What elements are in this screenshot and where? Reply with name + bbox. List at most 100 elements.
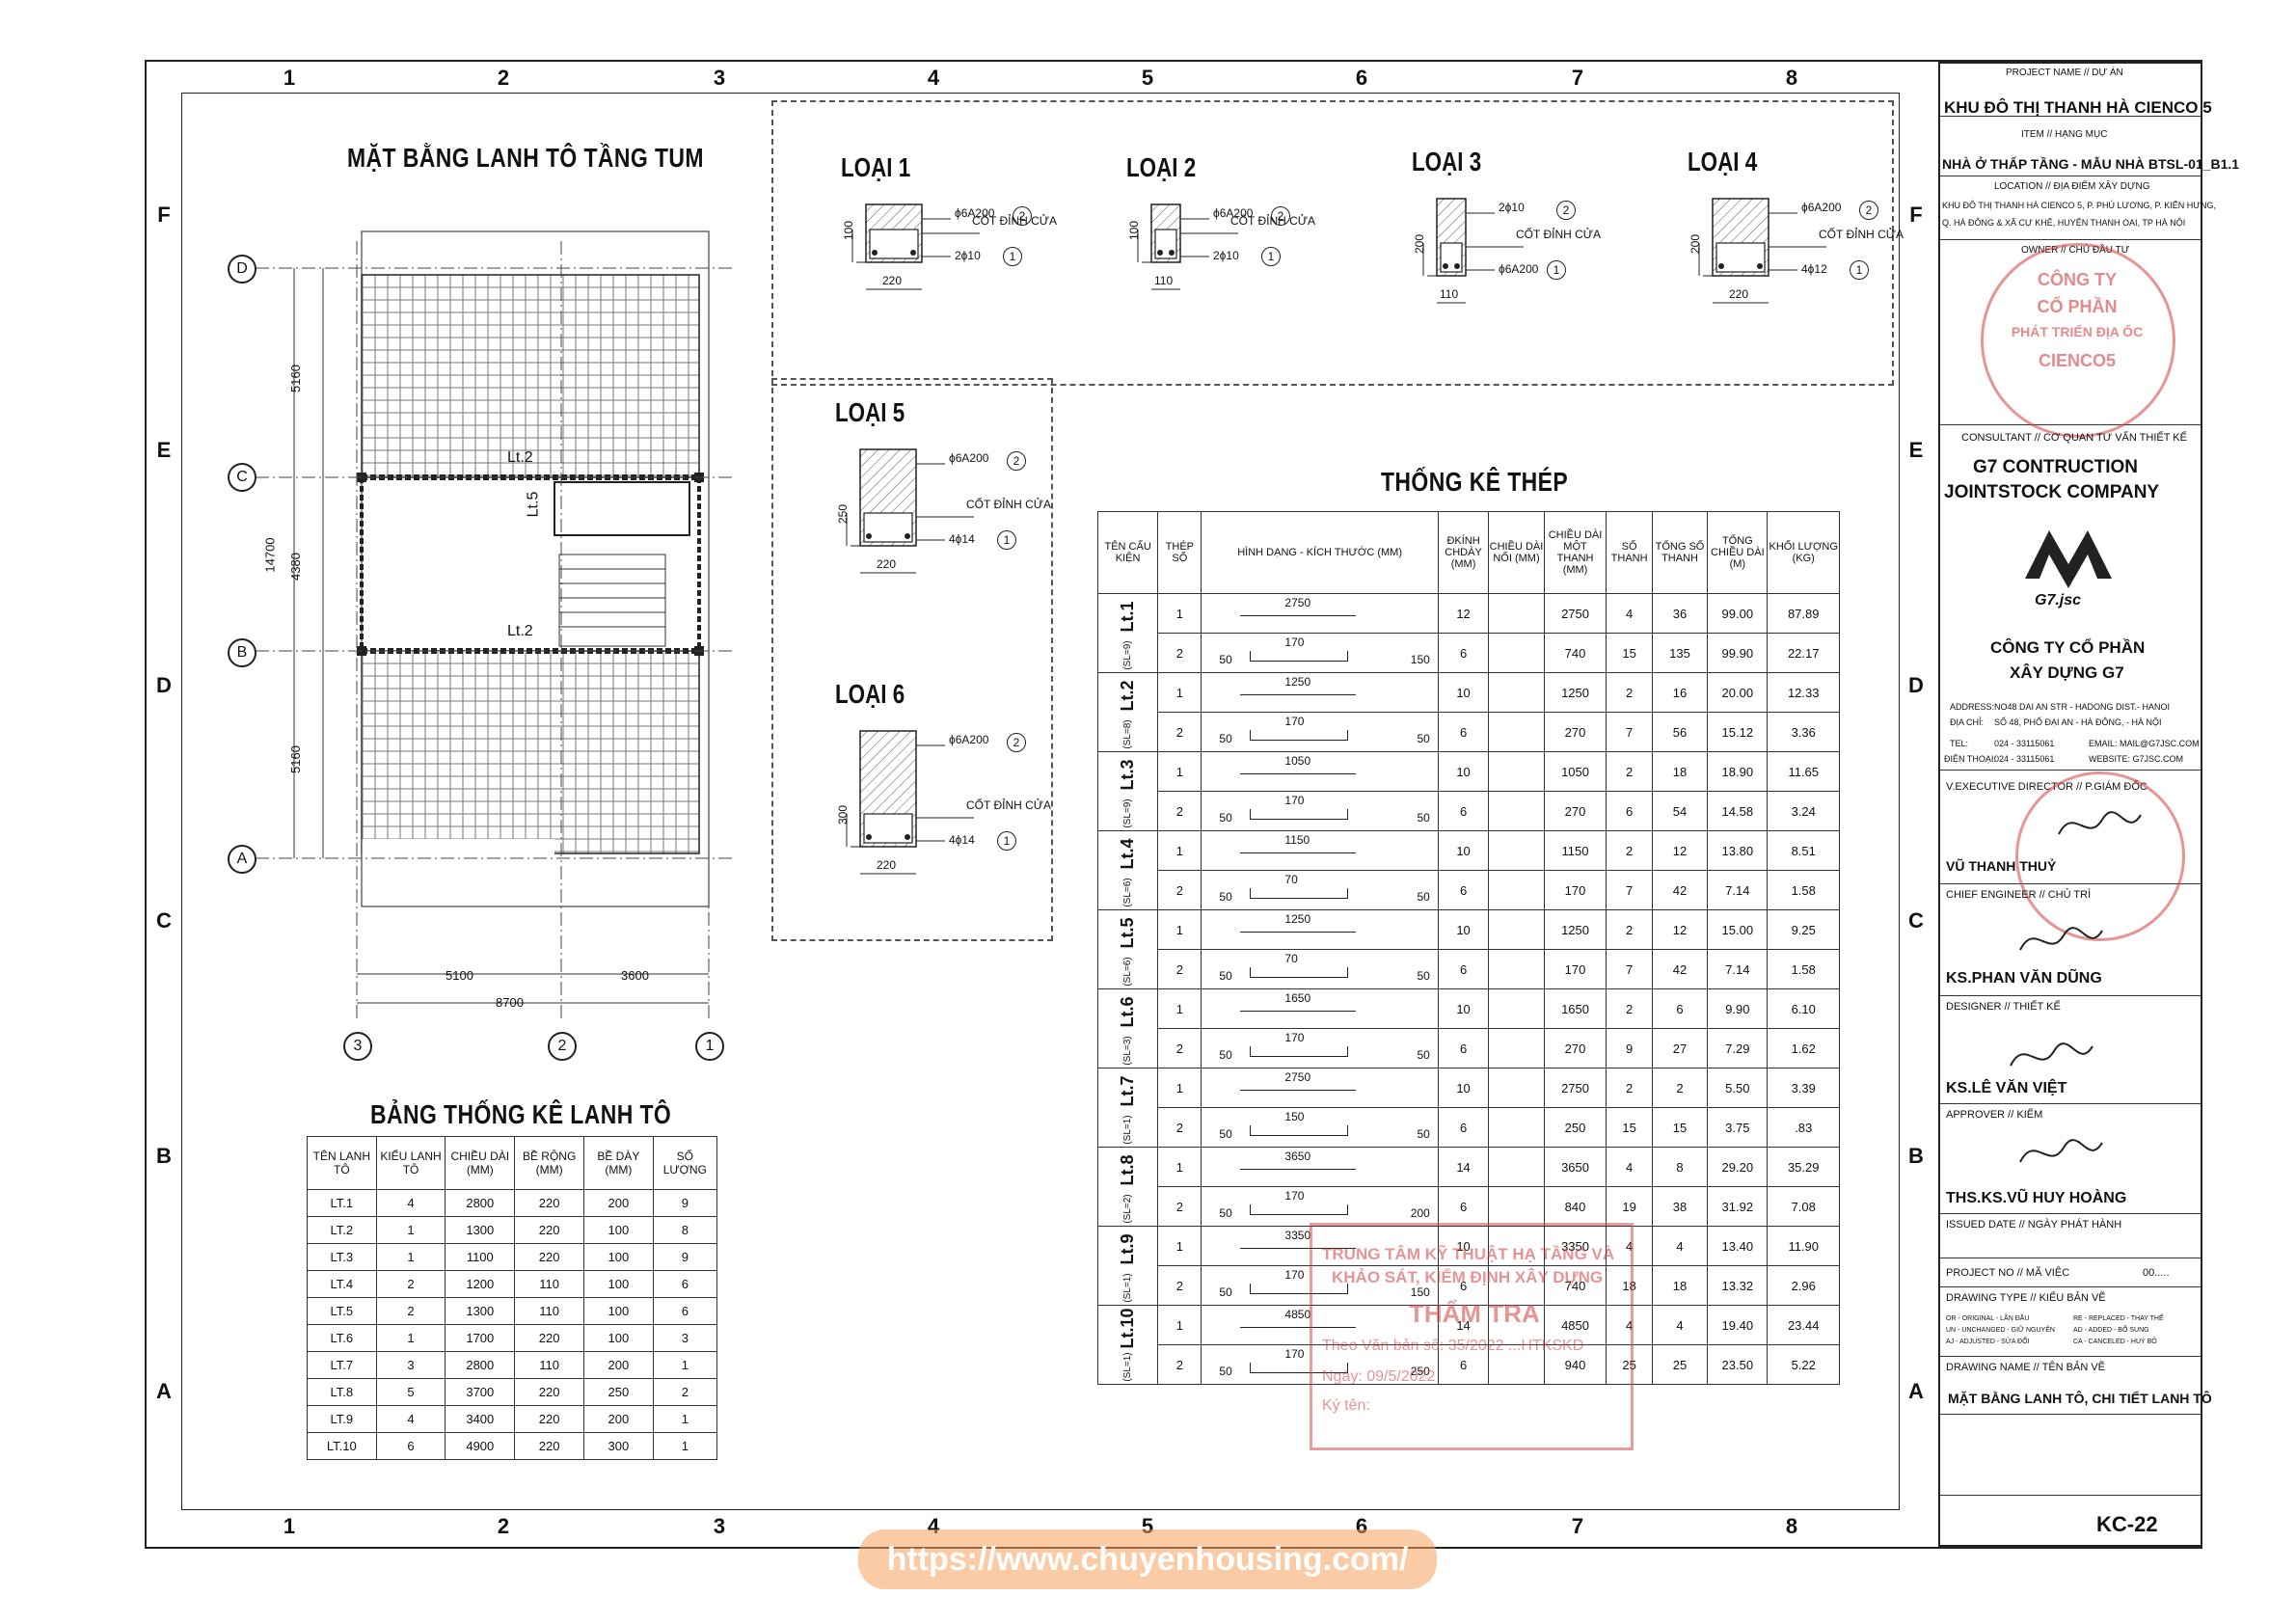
steel-cell-tot: 38 <box>1651 1186 1709 1227</box>
steel-cell-len: 1050 <box>1543 751 1607 792</box>
dtype-line: OR - ORIGINAL - LẦN ĐẦU <box>1946 1315 2030 1322</box>
title-block-divider <box>1940 1495 2201 1496</box>
shape-side-right: 50 <box>1417 1048 1430 1062</box>
grid-col-top-2: 2 <box>497 66 510 90</box>
shape-length: 3650 <box>1284 1150 1311 1163</box>
steel-cell-join <box>1488 830 1545 871</box>
steel-cell-join <box>1488 909 1545 950</box>
steel-shape-cell: 1150 <box>1201 830 1439 871</box>
steel-cell-tot: 15 <box>1651 1107 1709 1148</box>
detail-dim-w: 220 <box>882 274 903 287</box>
detail-marker-1: 1 <box>997 831 1016 851</box>
steel-cell-L: 23.50 <box>1707 1344 1769 1385</box>
steel-cell-d: 14 <box>1437 1305 1490 1345</box>
steel-cell-n: 4 <box>1606 1305 1653 1345</box>
lintel-cell: 100 <box>583 1216 654 1244</box>
stirrup-shape <box>1250 809 1349 820</box>
tel-1: 024 - 33115061 <box>1994 739 2055 748</box>
plan-axis-2: 2 <box>548 1032 577 1061</box>
detail-note: CỐT ĐỈNH CỬA <box>1516 228 1602 241</box>
logo-text: G7.jsc <box>2035 592 2082 609</box>
lintel-cell: 3 <box>652 1324 718 1352</box>
dtype-line: RE - REPLACED - THAY THẾ <box>2073 1315 2164 1322</box>
inspection-stamp: TRUNG TÂM KỸ THUẬT HẠ TẦNG VÀ KHẢO SÁT, … <box>1310 1223 1634 1450</box>
shape-length: 170 <box>1284 715 1305 728</box>
drawing-name: MẶT BẰNG LANH TÔ, CHI TIẾT LANH TÔ <box>1948 1391 2212 1406</box>
consultant-line-1: G7 CONTRUCTION <box>1973 457 2138 477</box>
steel-cell-L: 15.00 <box>1707 909 1769 950</box>
steel-header-cell: TÊN CẤU KIỆN <box>1096 511 1159 594</box>
stamp-line-5: Ngày: 09/5/2022 <box>1322 1368 1436 1385</box>
lintel-cell: 1 <box>652 1432 718 1460</box>
shape-side-right: 50 <box>1417 890 1430 904</box>
website-watermark[interactable]: https://www.chuyenhousing.com/ <box>858 1529 1437 1589</box>
steel-member-cell: Lt.3(SL=9) <box>1096 751 1159 831</box>
steel-header-cell: HÌNH DẠNG - KÍCH THƯỚC (MM) <box>1201 511 1439 594</box>
straight-bar-shape <box>1240 932 1357 933</box>
steel-cell-d: 6 <box>1437 949 1490 989</box>
steel-cell-L: 99.00 <box>1707 593 1769 634</box>
title-block-divider <box>1940 1103 2201 1104</box>
shape-length: 1650 <box>1284 991 1311 1005</box>
lintel-header-cell: SỐ LƯỢNG <box>652 1136 718 1190</box>
title-block-divider <box>1940 1356 2201 1357</box>
steel-cell-tot: 18 <box>1651 751 1709 792</box>
steel-cell-L: 13.32 <box>1707 1265 1769 1306</box>
steel-cell-d: 10 <box>1437 909 1490 950</box>
steel-cell-kg: 1.58 <box>1767 870 1840 910</box>
steel-cell-len: 170 <box>1543 870 1607 910</box>
item-name: NHÀ Ở THẤP TẦNG - MẪU NHÀ BTSL-01_B1.1 <box>1942 156 2240 172</box>
plan-label-lt2-bottom: Lt.2 <box>507 623 533 639</box>
steel-table-title: THỐNG KÊ THÉP <box>1381 467 1569 497</box>
steel-cell-n: 19 <box>1606 1186 1653 1227</box>
title-block-divider <box>1940 770 2201 771</box>
steel-cell-d: 6 <box>1437 1186 1490 1227</box>
detail-dim-w: 110 <box>1154 274 1174 287</box>
grid-row-left-E: E <box>156 438 172 462</box>
detail-title: LOẠI 5 <box>835 397 905 427</box>
steel-header-cell: THÉP SỐ <box>1157 511 1202 594</box>
title-block-divider <box>1940 995 2201 996</box>
detail-bar-bottom: 2ϕ10 <box>1213 249 1239 262</box>
shape-length: 170 <box>1284 1347 1305 1361</box>
grid-row-right-D: D <box>1908 673 1924 697</box>
straight-bar-shape <box>1240 615 1357 616</box>
steel-cell-kg: 23.44 <box>1767 1305 1840 1345</box>
steel-bar-no: 1 <box>1157 988 1202 1029</box>
steel-cell-tot: 25 <box>1651 1344 1709 1385</box>
detail-bar-top: ϕ6A200 <box>1801 201 1842 214</box>
plan-axis-A: A <box>228 845 257 874</box>
chief-name: KS.PHAN VĂN DŨNG <box>1946 970 2102 987</box>
lintel-cell: 100 <box>583 1243 654 1271</box>
stirrup-shape <box>1250 967 1349 978</box>
straight-bar-shape <box>1240 1169 1357 1170</box>
steel-cell-len: 940 <box>1543 1344 1607 1385</box>
issued-label: ISSUED DATE // NGÀY PHÁT HÀNH <box>1946 1219 2122 1231</box>
detail-title: LOẠI 1 <box>841 152 911 182</box>
detail-dim-h: 250 <box>836 503 851 525</box>
lintel-cell: 300 <box>583 1432 654 1460</box>
shape-length: 170 <box>1284 1189 1305 1203</box>
lintel-cell: 9 <box>652 1243 718 1271</box>
plan-axis-C: C <box>228 463 257 492</box>
shape-length: 170 <box>1284 1031 1305 1044</box>
steel-cell-tot: 4 <box>1651 1226 1709 1266</box>
steel-cell-L: 7.29 <box>1707 1028 1769 1068</box>
grid-col-top-8: 8 <box>1785 66 1798 90</box>
steel-cell-L: 13.80 <box>1707 830 1769 871</box>
stirrup-shape <box>1250 1284 1349 1294</box>
steel-cell-len: 270 <box>1543 791 1607 831</box>
lintel-cell: 1700 <box>445 1324 516 1352</box>
steel-shape-cell: 1650 <box>1201 988 1439 1029</box>
steel-cell-join <box>1488 1147 1545 1187</box>
detail-section-drawing <box>846 730 974 875</box>
steel-cell-d: 12 <box>1437 593 1490 634</box>
